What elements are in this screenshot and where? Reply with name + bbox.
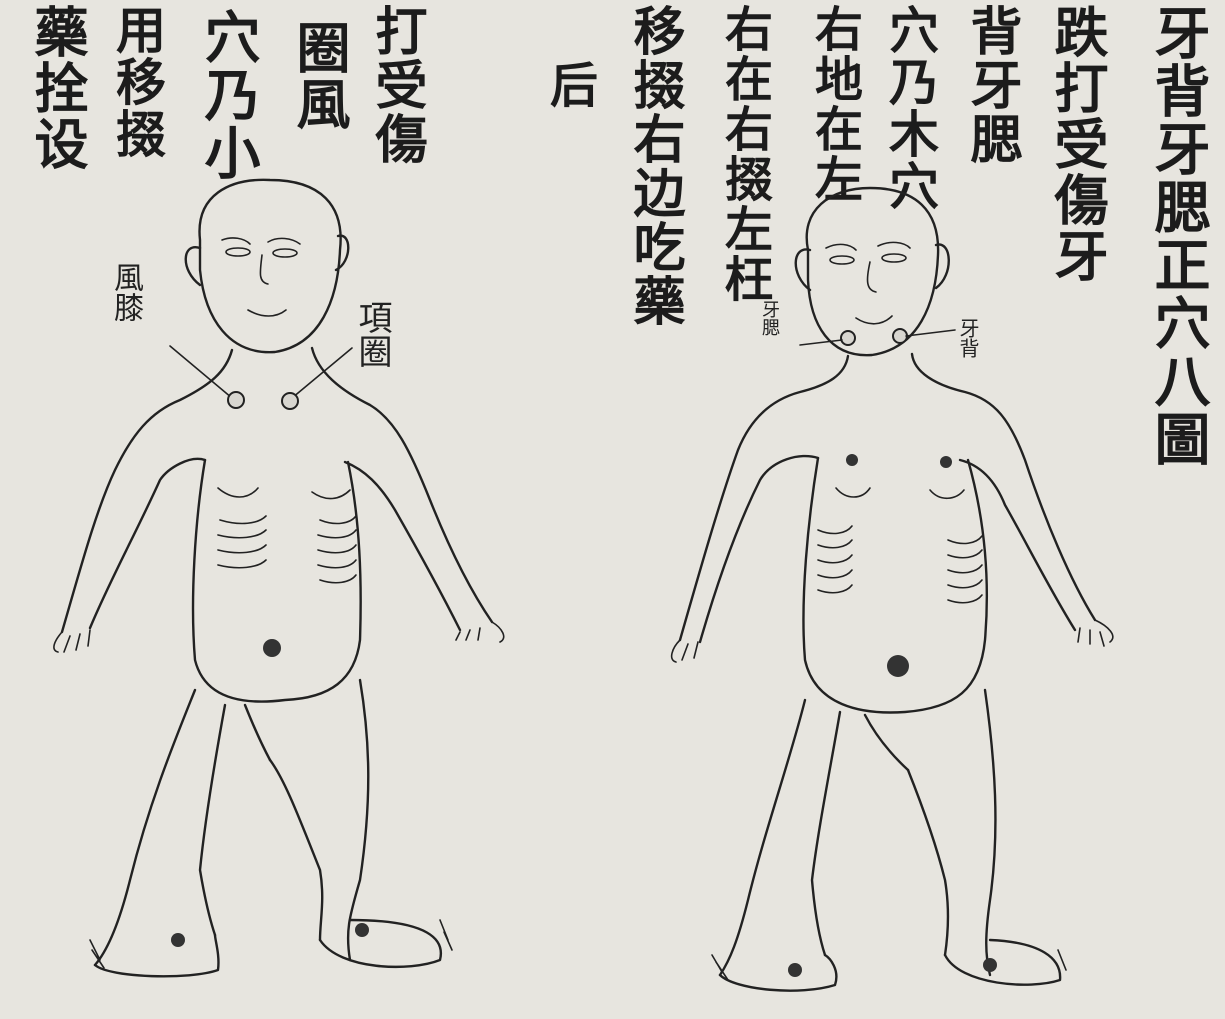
label-ya-bei: 牙背 <box>958 318 978 358</box>
label-xiang-quan: 項圈 <box>355 300 389 368</box>
left-head <box>200 180 341 352</box>
left-ear <box>186 247 200 285</box>
label-ya-sai: 牙腮 <box>760 300 778 336</box>
right-figure <box>672 188 1113 991</box>
right-head <box>807 188 938 355</box>
label-feng-teng: 風膝 <box>110 262 140 322</box>
